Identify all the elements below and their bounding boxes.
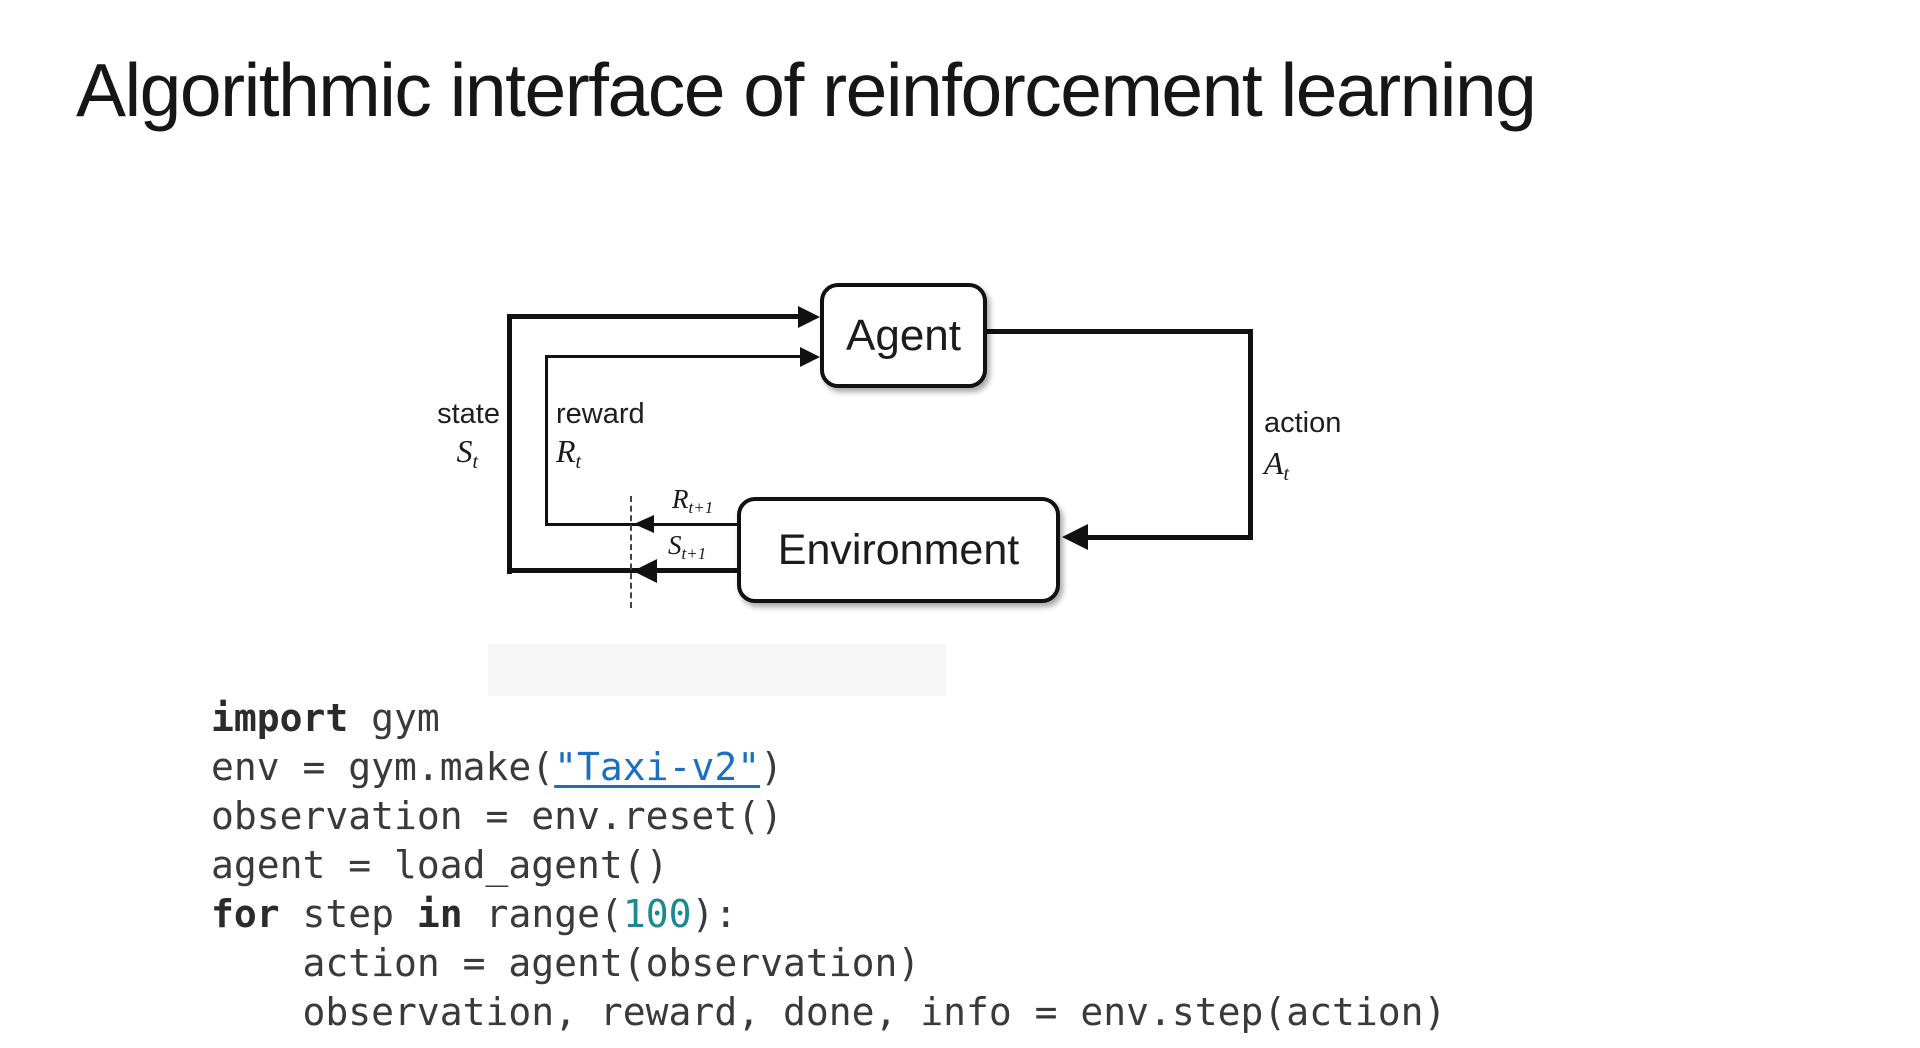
code-segment: ) — [760, 745, 783, 789]
arrowhead-state-into-agent — [798, 306, 820, 328]
arrowhead-action-into-env — [1062, 524, 1088, 550]
pasted-image-artifact — [488, 644, 946, 696]
action-line-vertical — [1248, 329, 1253, 540]
reward-line-vertical — [545, 356, 548, 526]
code-segment: ): — [691, 892, 738, 936]
code-segment: observation, reward, done, info = env.st… — [211, 990, 1447, 1034]
code-line: agent = load_agent() — [211, 841, 1446, 890]
state-symbol: St — [456, 433, 478, 473]
arrowhead-next-reward — [634, 515, 654, 533]
code-segment: env = gym.make( — [211, 745, 555, 789]
arrowhead-next-state — [633, 559, 657, 583]
state-line-vertical — [507, 318, 512, 574]
action-symbol: At — [1264, 445, 1290, 485]
code-segment: action = agent(observation) — [211, 941, 921, 985]
action-line-to-env — [1080, 535, 1253, 540]
code-segment: for — [211, 892, 280, 936]
page-title: Algorithmic interface of reinforcement l… — [76, 48, 1537, 132]
code-segment: agent = load_agent() — [211, 843, 669, 887]
code-segment: import — [211, 696, 349, 740]
action-line-from-agent — [985, 329, 1253, 334]
code-line: import gym — [211, 694, 1446, 743]
code-line: env = gym.make("Taxi-v2") — [211, 743, 1446, 792]
state-line-to-agent — [507, 314, 800, 319]
code-line: observation, reward, done, info = env.st… — [211, 988, 1447, 1037]
code-line: action = agent(observation) — [211, 939, 1446, 988]
next-state-symbol: St+1 — [668, 530, 707, 563]
code-segment: gym — [348, 696, 440, 740]
next-reward-symbol: Rt+1 — [672, 484, 714, 517]
state-label: state — [437, 398, 500, 430]
reward-label: reward — [556, 398, 645, 430]
code-segment: step — [279, 892, 417, 936]
reward-line-to-agent — [545, 355, 802, 358]
action-label: action — [1264, 407, 1342, 439]
arrowhead-reward-into-agent — [800, 347, 820, 367]
environment-label: Environment — [777, 525, 1020, 574]
environment-box: Environment — [737, 497, 1060, 603]
code-segment: 100 — [622, 892, 692, 936]
code-segment: observation = env.reset() — [211, 794, 783, 838]
agent-label: Agent — [846, 310, 961, 360]
agent-box: Agent — [820, 283, 987, 388]
time-boundary-dashed-line — [630, 496, 632, 608]
code-line: observation = env.reset() — [211, 792, 1446, 841]
code-segment: in — [416, 892, 463, 936]
code-line: for step in range(100): — [211, 890, 1446, 939]
code-segment: range( — [462, 892, 623, 936]
next-state-line — [509, 568, 737, 573]
taxi-v2-link[interactable]: "Taxi-v2" — [554, 745, 761, 789]
reward-symbol: Rt — [556, 433, 582, 473]
